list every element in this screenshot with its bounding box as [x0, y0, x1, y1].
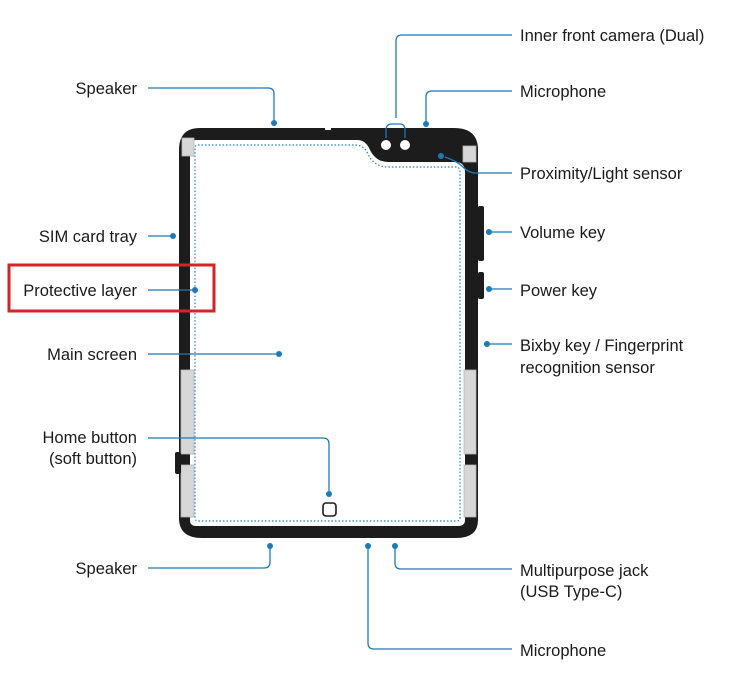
volume-key-shape: [478, 206, 484, 261]
corner-panel-top-right: [462, 145, 477, 163]
label-home-button-line2: (soft button): [49, 450, 137, 468]
inner-camera-lens-1: [379, 138, 393, 152]
label-power-key: Power key: [520, 282, 598, 300]
label-proximity-light-sensor: Proximity/Light sensor: [520, 165, 683, 183]
corner-panel-top-left: [181, 137, 195, 157]
leader-lines: [148, 34, 512, 650]
label-bixby-key-line2: recognition sensor: [520, 359, 655, 377]
label-speaker-bottom: Speaker: [76, 560, 138, 578]
inner-camera-lens-2: [398, 138, 412, 152]
label-protective-layer: Protective layer: [23, 282, 137, 300]
left-hinge-panel-top: [180, 369, 195, 455]
label-microphone-bottom: Microphone: [520, 642, 606, 660]
right-hinge-panel-top: [463, 369, 477, 455]
right-hinge-panel-bottom: [463, 464, 477, 518]
label-volume-key: Volume key: [520, 224, 606, 242]
label-home-button-line1: Home button: [43, 429, 137, 447]
protective-layer-highlight: [7, 263, 216, 313]
label-inner-front-camera: Inner front camera (Dual): [520, 27, 704, 45]
label-bixby-key-line1: Bixby key / Fingerprint: [520, 337, 684, 355]
label-multipurpose-jack-line1: Multipurpose jack: [520, 562, 649, 580]
home-button-icon: [322, 502, 337, 517]
device-body: [175, 126, 484, 538]
power-key-shape: [478, 272, 484, 299]
label-sim-card-tray: SIM card tray: [39, 228, 138, 246]
label-microphone-top: Microphone: [520, 83, 606, 101]
label-multipurpose-jack-line2: (USB Type-C): [520, 583, 622, 601]
left-hinge-panel-bottom: [180, 464, 195, 518]
label-main-screen: Main screen: [47, 346, 137, 364]
label-speaker-top: Speaker: [76, 80, 138, 98]
